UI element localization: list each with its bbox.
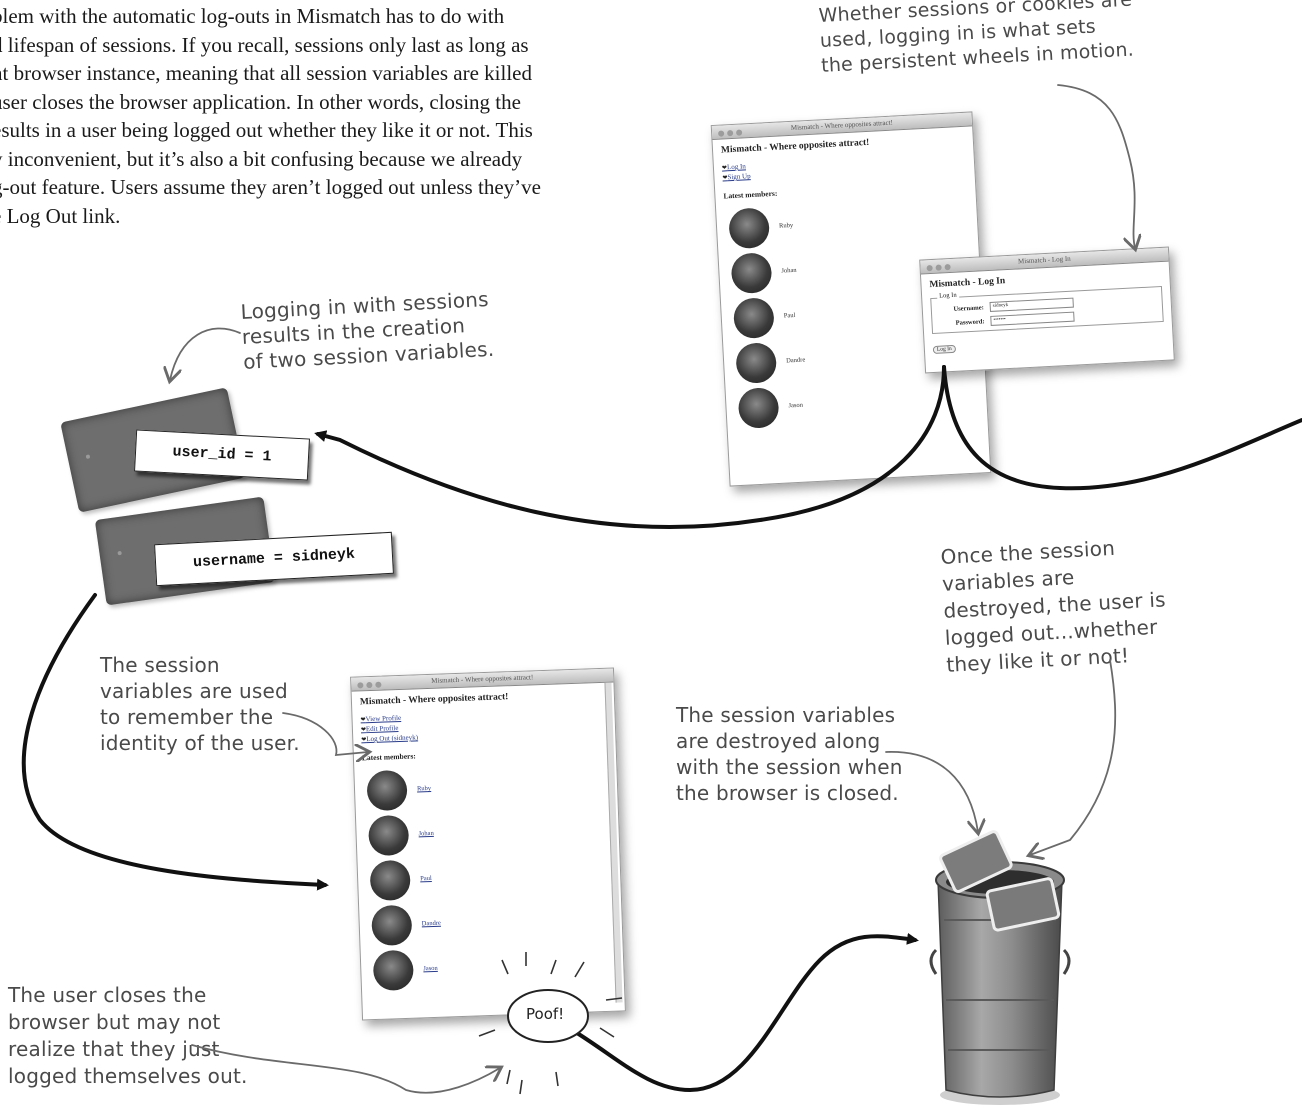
intro-line: esults in a user being logged out whethe… [0, 118, 533, 142]
annotation-arrows [170, 84, 1135, 1094]
intro-line: blem with the automatic log-outs in Mism… [0, 4, 505, 28]
note-line: logged themselves out. [8, 1064, 248, 1088]
note-line: are destroyed along [676, 729, 881, 753]
note-line: to remember the [100, 705, 274, 729]
trash-can-icon [929, 830, 1071, 1105]
intro-paragraph: blem with the automatic log-outs in Mism… [0, 2, 692, 230]
intro-line: g-out feature. Users assume they aren’t … [0, 175, 541, 199]
intro-line: e Log Out link. [0, 203, 121, 228]
note-user-closes: The user closes the browser but may not … [8, 982, 248, 1090]
note-line: The session [100, 653, 220, 677]
note-destroyed-along: The session variables are destroyed alon… [676, 702, 903, 806]
poof-burst [478, 952, 623, 1095]
intro-line: user closes the browser application. In … [0, 89, 521, 114]
note-line: identity of the user. [100, 731, 300, 755]
note-line: browser but may not [8, 1010, 221, 1034]
note-session-used: The session variables are used to rememb… [100, 652, 300, 756]
note-line: realize that they just [8, 1037, 220, 1061]
intro-line: y inconvenient, but it’s also a bit conf… [0, 146, 523, 171]
note-line: variables are used [100, 679, 288, 703]
flow-arrows [21, 365, 1302, 1093]
note-line: the browser is closed. [676, 781, 899, 805]
intro-line: nt browser instance, meaning that all se… [0, 61, 533, 85]
note-line: with the session when [676, 755, 903, 779]
poof-label: Poof! [526, 1005, 565, 1023]
note-line: The session variables [676, 703, 896, 727]
note-line: The user closes the [8, 983, 207, 1007]
intro-line: d lifespan of sessions. If you recall, s… [0, 32, 529, 57]
